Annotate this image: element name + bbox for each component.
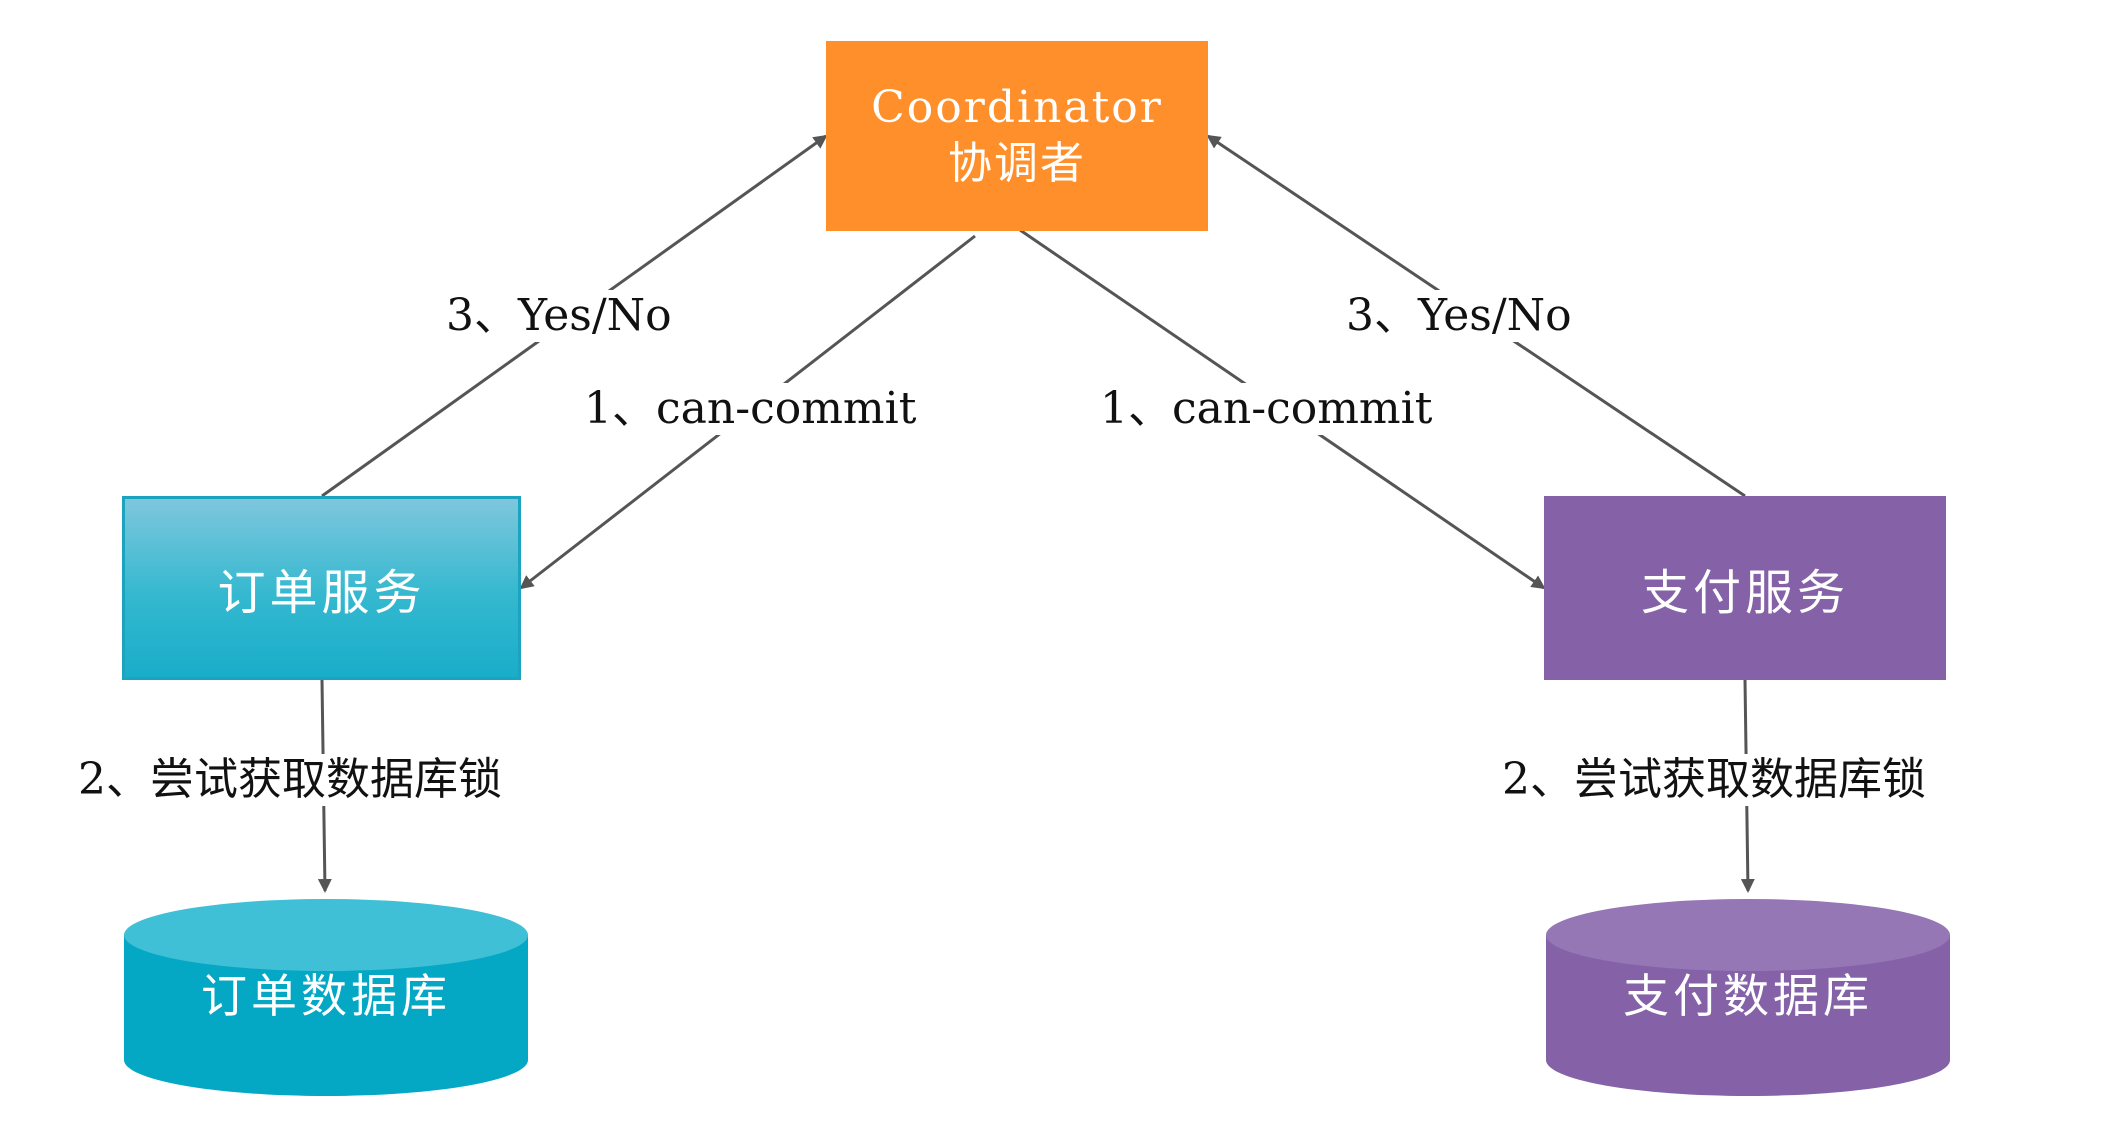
coordinator-node: Coordinator 协调者 [826, 41, 1208, 231]
lock-label-left: 2、尝试获取数据库锁 [72, 754, 508, 806]
order-service-node: 订单服务 [122, 496, 521, 680]
payment-database-label: 支付数据库 [1623, 969, 1873, 1023]
order-service-label: 订单服务 [217, 565, 426, 621]
payment-database-shape [1546, 899, 1950, 1096]
coordinator-subtitle: 协调者 [948, 138, 1086, 189]
coordinator-title: Coordinator [871, 82, 1163, 133]
vote-label-right: 3、Yes/No [1340, 290, 1578, 342]
lock-label-right: 2、尝试获取数据库锁 [1496, 754, 1932, 806]
payment-service-label: 支付服务 [1640, 565, 1849, 621]
request-label-right: 1、can-commit [1094, 383, 1439, 435]
payment-service-node: 支付服务 [1544, 496, 1946, 680]
vote-label-left: 3、Yes/No [440, 290, 678, 342]
order-database-label: 订单数据库 [201, 969, 451, 1023]
request-label-left: 1、can-commit [578, 383, 923, 435]
order-database-shape [124, 899, 528, 1096]
